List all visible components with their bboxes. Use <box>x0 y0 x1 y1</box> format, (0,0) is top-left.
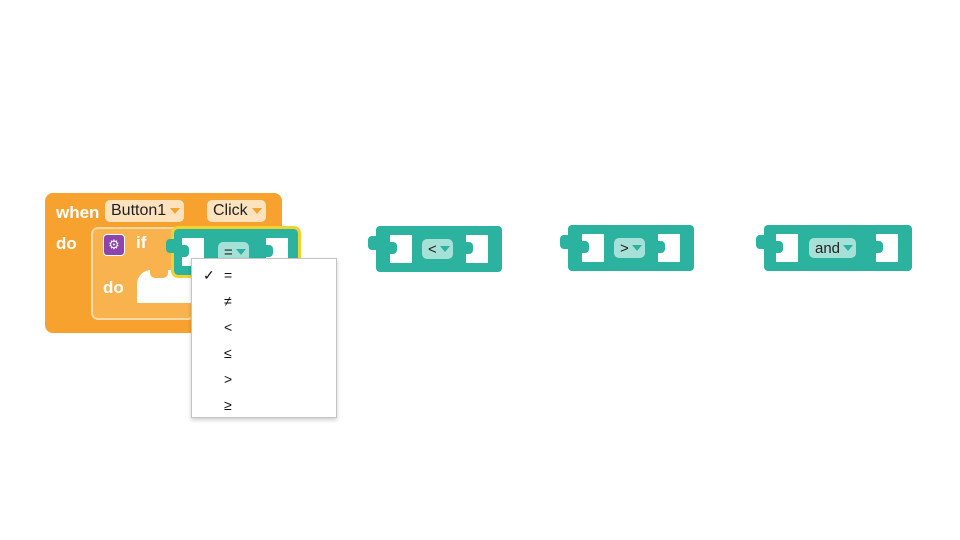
chevron-down-icon <box>843 245 854 251</box>
component-name: Button1 <box>111 202 167 219</box>
dropdown-option-greater-equal[interactable]: ≥ <box>192 392 336 418</box>
dropdown-option-equal[interactable]: ✓ = <box>192 262 336 288</box>
left-operand-socket[interactable] <box>775 234 798 262</box>
block-connector-tab <box>756 235 766 249</box>
chevron-down-icon <box>170 208 181 214</box>
dropdown-option-less-than[interactable]: < <box>192 314 336 340</box>
right-operand-socket[interactable] <box>657 234 680 262</box>
chevron-down-icon <box>631 245 642 251</box>
event-do-label: do <box>56 234 77 253</box>
operator-value: > <box>620 239 629 257</box>
chevron-down-icon <box>235 249 246 255</box>
block-connector-tab <box>368 236 378 250</box>
operator-dropdown-menu: ✓ = ≠ < ≤ > ≥ <box>191 258 337 418</box>
option-label: ≥ <box>224 397 232 413</box>
option-label: ≠ <box>224 293 232 309</box>
component-dropdown[interactable]: Button1 <box>105 200 185 222</box>
option-label: < <box>224 319 233 335</box>
event-name: Click <box>213 202 248 219</box>
operator-value: and <box>815 239 841 257</box>
right-operand-socket[interactable] <box>465 235 488 263</box>
if-label: if <box>136 233 147 252</box>
operator-dropdown[interactable]: and <box>809 238 857 258</box>
option-label: ≤ <box>224 345 232 361</box>
block-connector-tab <box>166 239 176 253</box>
compare-block-less-than[interactable]: < <box>368 226 502 272</box>
gear-icon[interactable]: ⚙ <box>103 234 125 256</box>
dropdown-option-greater-than[interactable]: > <box>192 366 336 392</box>
checkmark-icon: ✓ <box>203 267 215 283</box>
logic-block-and[interactable]: and <box>756 225 912 271</box>
left-operand-socket[interactable] <box>581 234 604 262</box>
chevron-down-icon <box>439 246 450 252</box>
if-do-label: do <box>103 278 124 297</box>
slot-notch <box>150 270 168 278</box>
left-operand-socket[interactable] <box>389 235 412 263</box>
block-connector-tab <box>560 235 570 249</box>
operator-value: = <box>224 243 233 261</box>
when-label: when <box>56 203 100 222</box>
operator-dropdown[interactable]: > <box>614 238 645 258</box>
dropdown-option-not-equal[interactable]: ≠ <box>192 288 336 314</box>
operator-value: < <box>428 240 437 258</box>
chevron-down-icon <box>251 208 262 214</box>
dropdown-option-less-equal[interactable]: ≤ <box>192 340 336 366</box>
operator-dropdown[interactable]: = <box>218 242 249 262</box>
option-label: > <box>224 371 233 387</box>
operator-dropdown[interactable]: < <box>422 239 453 259</box>
event-dropdown[interactable]: Click <box>207 200 266 222</box>
compare-block-greater-than[interactable]: > <box>560 225 694 271</box>
right-operand-socket[interactable] <box>875 234 898 262</box>
option-label: = <box>224 267 233 283</box>
